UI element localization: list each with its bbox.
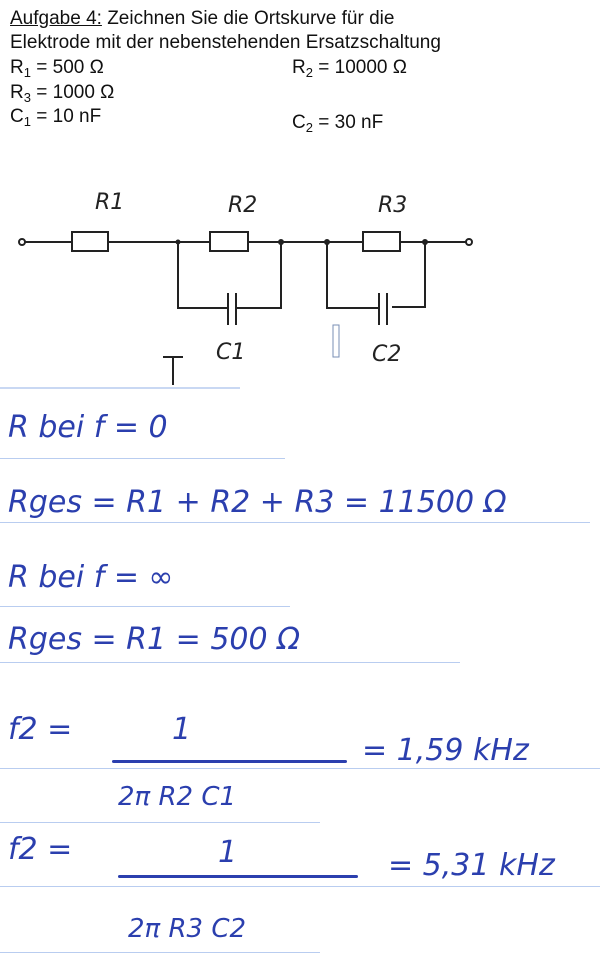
label-r3: R3 (378, 193, 408, 218)
label-c2: C2 (372, 342, 402, 367)
label-r1: R1 (95, 190, 125, 215)
resistor-r2 (209, 231, 249, 252)
f1-result: = 1,59 kHz (362, 733, 529, 768)
task-text: Zeichnen Sie die Ortskurve für die (107, 8, 395, 29)
resistor-r1 (71, 231, 109, 252)
note-rges-r1: Rges = R1 = 500 Ω (8, 622, 301, 657)
f2-result: = 5,31 kHz (388, 848, 555, 883)
f2-numerator: 1 (218, 835, 238, 870)
param-r3: R3 = 1000 Ω (10, 82, 115, 105)
f1-fraction-bar (112, 760, 347, 763)
note-r-finf: R bei f = ∞ (8, 560, 174, 595)
f1-denominator: 2π R2 C1 (118, 782, 237, 812)
task-heading: Aufgabe 4: (10, 8, 102, 29)
param-c2: C2 = 30 nF (292, 112, 384, 135)
resistor-r3 (362, 231, 401, 252)
label-c1: C1 (216, 340, 246, 365)
f1-lhs: f2 = (8, 712, 73, 747)
param-r2: R2 = 10000 Ω (292, 57, 407, 80)
task-line-1: Aufgabe 4: Zeichnen Sie die Ortskurve fü… (10, 8, 394, 30)
task-line-2: Elektrode mit der nebenstehenden Ersatzs… (10, 32, 441, 53)
param-r1: R1 = 500 Ω (10, 57, 104, 80)
f2-denominator: 2π R3 C2 (128, 914, 247, 944)
circuit-diagram (0, 231, 473, 389)
label-r2: R2 (228, 193, 258, 218)
note-r-f0: R bei f = 0 (8, 410, 168, 445)
f2-fraction-bar (118, 875, 358, 878)
param-c1: C1 = 10 nF (10, 106, 102, 129)
note-rges-sum: Rges = R1 + R2 + R3 = 11500 Ω (8, 485, 507, 520)
f2-lhs: f2 = (8, 832, 73, 867)
f1-numerator: 1 (172, 712, 192, 747)
